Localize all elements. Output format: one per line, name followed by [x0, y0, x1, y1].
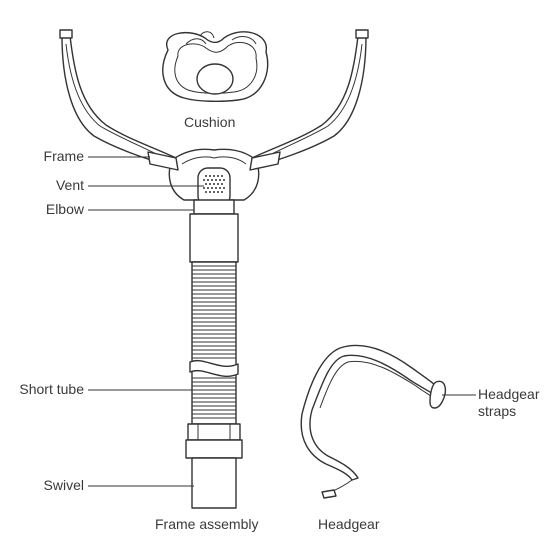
frame-assembly-caption: Frame assembly: [155, 516, 259, 532]
elbow-illustration: [189, 199, 239, 263]
cushion-illustration: [162, 31, 269, 103]
short-tube-label: Short tube: [19, 381, 84, 397]
short-tube-illustration: [189, 261, 239, 425]
vent-label: Vent: [55, 177, 84, 193]
headgear-illustration: [300, 344, 447, 499]
elbow-label: Elbow: [45, 201, 84, 217]
swivel-illustration: [185, 423, 243, 509]
frame-label: Frame: [43, 148, 84, 164]
headgear-straps-label: Headgear straps: [478, 386, 540, 420]
headgear-caption: Headgear: [318, 516, 380, 532]
cushion-label: Cushion: [184, 114, 236, 130]
headgear-straps-label-line1: Headgear: [478, 386, 540, 402]
swivel-label: Swivel: [43, 477, 84, 493]
frame-arms: [59, 29, 369, 169]
headgear-straps-label-line2: straps: [478, 403, 517, 419]
